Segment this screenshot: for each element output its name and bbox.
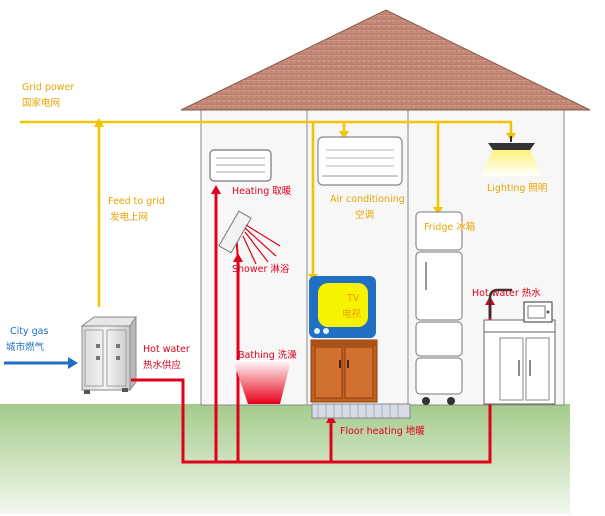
air-conditioner: [317, 136, 403, 186]
roof: [180, 9, 591, 111]
fridge-label: Fridge 冰箱: [424, 221, 475, 233]
power-lines: [20, 120, 513, 307]
feed-to-grid-label-en: Feed to grid: [108, 196, 165, 207]
ground: [0, 404, 570, 514]
floor-heating-label: Floor heating 地暖: [340, 425, 425, 437]
gas-arrowhead: [68, 357, 78, 369]
lighting-label: Lighting 照明: [487, 183, 547, 194]
hot-water-supply-label-cn: 热水供应: [143, 359, 182, 371]
kitchen-sink-cabinet: [483, 288, 556, 405]
television: [309, 276, 376, 338]
grid-power-label-cn: 国家电网: [22, 97, 60, 109]
air-conditioning-label-en: Air conditioning: [330, 194, 405, 205]
shower-head: [218, 210, 281, 265]
ceiling-lamp: [481, 136, 542, 176]
air-conditioning-label-cn: 空调: [355, 209, 374, 221]
tv-label-en: TV: [346, 293, 360, 304]
heating-label: Heating 取暖: [232, 185, 292, 197]
hot-water-supply-label-en: Hot water: [143, 344, 190, 355]
grid-power-label-en: Grid power: [22, 82, 74, 93]
floor-heating-mat: [311, 403, 411, 419]
tv-label-cn: 电视: [342, 308, 362, 320]
refrigerator: [415, 211, 463, 405]
bathing-label: Bathing 洗澡: [238, 349, 297, 361]
cogeneration-unit: [80, 315, 137, 394]
hot-water-tap-label: Hot water 热水: [472, 287, 541, 299]
bathtub: [233, 360, 291, 404]
tv-cabinet: [310, 339, 378, 403]
feed-to-grid-label-cn: 发电上网: [110, 211, 148, 223]
city-gas-label-en: City gas: [10, 326, 48, 337]
heating-radiator: [209, 149, 272, 182]
shower-label: Shower 淋浴: [232, 263, 290, 275]
city-gas-label-cn: 城市燃气: [6, 341, 45, 353]
